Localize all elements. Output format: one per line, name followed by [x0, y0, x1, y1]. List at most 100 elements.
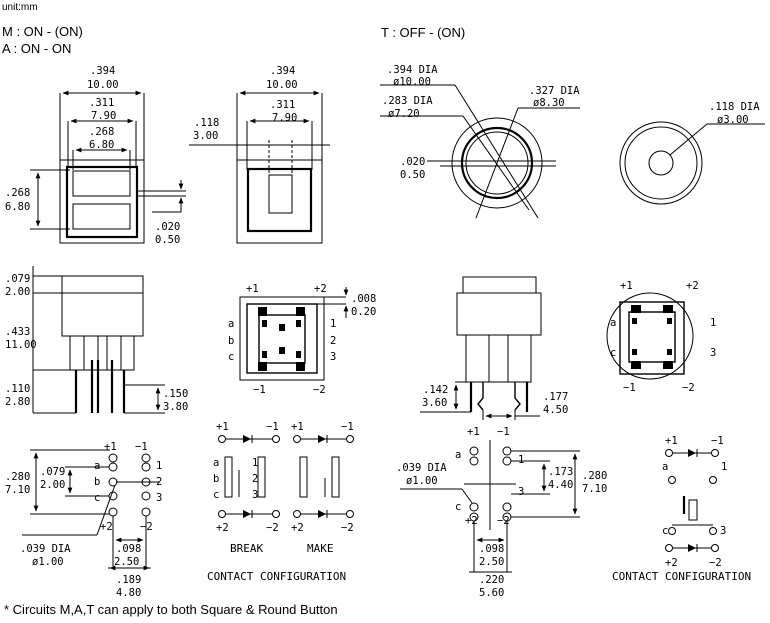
rc-dia-in: .118 DIA — [709, 101, 760, 113]
sf-3: 3 — [156, 492, 162, 504]
rtm-plus2: +2 — [686, 280, 699, 292]
cap-mid-mm: 7.90 — [272, 112, 297, 124]
rt-gap-in: .020 — [400, 156, 425, 168]
sf-pitch-in: .098 — [116, 543, 141, 555]
round-footprint — [400, 440, 580, 573]
st-1: 1 — [330, 318, 336, 330]
sf-dia-in: .039 DIA — [20, 543, 71, 555]
rt-mid-in: .327 DIA — [529, 85, 580, 97]
sq-height-in: .268 — [5, 187, 30, 199]
sf-v-in: .079 — [40, 466, 65, 478]
cs-p1: +1 — [216, 421, 229, 433]
cs-make-label: MAKE — [307, 542, 334, 555]
rt-inner-in: .283 DIA — [382, 95, 433, 107]
sf-plus2: +2 — [100, 521, 113, 533]
sf-width-mm: 4.80 — [116, 587, 141, 599]
rs-pin-in: .142 — [423, 384, 448, 396]
st-gap-in: .008 — [351, 293, 376, 305]
rf-plus2: +2 — [465, 515, 478, 527]
sf-minus1: −1 — [135, 441, 148, 453]
sf-pitch-mm: 2.50 — [114, 556, 139, 568]
sq-gap-mm: 0.50 — [155, 234, 180, 246]
st-plus1: +1 — [246, 283, 259, 295]
rtm-minus2: −2 — [682, 382, 695, 394]
square-cap-view — [189, 90, 330, 244]
rf-dia-mm: ø1.00 — [406, 475, 438, 487]
cs-p2: +2 — [216, 522, 229, 534]
rf-1: 1 — [518, 454, 524, 466]
rt-outer-in: .394 DIA — [387, 64, 438, 76]
cs-2: 2 — [252, 473, 258, 485]
rf-v2-in: .280 — [582, 470, 607, 482]
footnote: * Circuits M,A,T can apply to both Squar… — [4, 602, 338, 617]
sq-height-mm: 6.80 — [5, 201, 30, 213]
cr-p2: +2 — [665, 557, 678, 569]
sf-h-mm: 7.10 — [5, 484, 30, 496]
rtm-1: 1 — [710, 317, 716, 329]
rf-width-mm: 5.60 — [479, 587, 504, 599]
rf-v2-mm: 7.10 — [582, 483, 607, 495]
cr-3: 3 — [720, 525, 726, 537]
rt-inner-mm: ø7.20 — [388, 108, 420, 120]
sq-mid-mm: 7.90 — [91, 110, 116, 122]
sf-b: b — [94, 476, 100, 488]
rf-width-in: .220 — [479, 574, 504, 586]
cs-p1b: +1 — [291, 421, 304, 433]
square-terminal-view — [239, 287, 349, 381]
st-c: c — [228, 351, 234, 363]
rt-gap-mm: 0.50 — [400, 169, 425, 181]
ss-pin-in: .110 — [5, 383, 30, 395]
cs-a: a — [213, 457, 219, 469]
rtm-plus1: +1 — [620, 280, 633, 292]
cs-b: b — [213, 473, 219, 485]
unit-label: unit:mm — [2, 2, 38, 13]
ss-pin-mm: 2.80 — [5, 396, 30, 408]
sq-inner-in: .268 — [89, 126, 114, 138]
cr-m2: −2 — [709, 557, 722, 569]
cs-caption: CONTACT CONFIGURATION — [207, 570, 346, 583]
cr-p1: +1 — [665, 435, 678, 447]
cap-outer-in: .394 — [270, 65, 295, 77]
rf-v1-mm: 4.40 — [548, 479, 573, 491]
rs-span-mm: 4.50 — [543, 404, 568, 416]
ss-pin2-mm: 3.80 — [163, 401, 188, 413]
sf-a: a — [94, 460, 100, 472]
rf-v1-in: .173 — [548, 466, 573, 478]
sf-dia-mm: ø1.00 — [32, 556, 64, 568]
square-top-view — [30, 90, 186, 244]
sf-h-in: .280 — [5, 471, 30, 483]
square-footprint — [22, 449, 160, 571]
ss-body-in: .433 — [5, 326, 30, 338]
round-side-view — [420, 276, 542, 420]
sf-2: 2 — [156, 476, 162, 488]
cr-m1: −1 — [711, 435, 724, 447]
rf-minus1: −1 — [497, 426, 510, 438]
cap-offset-mm: 3.00 — [193, 130, 218, 142]
rtm-minus1: −1 — [623, 382, 636, 394]
cr-caption: CONTACT CONFIGURATION — [612, 570, 751, 583]
rs-pin-mm: 3.60 — [422, 397, 447, 409]
cs-break-label: BREAK — [230, 542, 263, 555]
sf-minus2: −2 — [140, 521, 153, 533]
rf-minus2: −2 — [497, 515, 510, 527]
cs-m1b: −1 — [341, 421, 354, 433]
ss-cap-mm: 2.00 — [5, 286, 30, 298]
round-terminal-view — [606, 292, 694, 380]
ss-pin2-in: .150 — [163, 388, 188, 400]
st-3: 3 — [330, 351, 336, 363]
cr-1: 1 — [721, 461, 727, 473]
rtm-c: c — [610, 347, 616, 359]
sf-plus1: +1 — [104, 441, 117, 453]
cs-1: 1 — [252, 457, 258, 469]
ss-body-mm: 11.00 — [5, 339, 37, 351]
cap-mid-in: .311 — [270, 99, 295, 111]
cs-p2b: +2 — [291, 522, 304, 534]
rf-c: c — [455, 501, 461, 513]
cr-c: c — [662, 525, 668, 537]
sq-gap-in: .020 — [155, 221, 180, 233]
rtm-3: 3 — [710, 347, 716, 359]
rf-pitch-in: .098 — [479, 543, 504, 555]
cr-a: a — [662, 461, 668, 473]
rs-span-in: .177 — [543, 391, 568, 403]
st-b: b — [228, 335, 234, 347]
